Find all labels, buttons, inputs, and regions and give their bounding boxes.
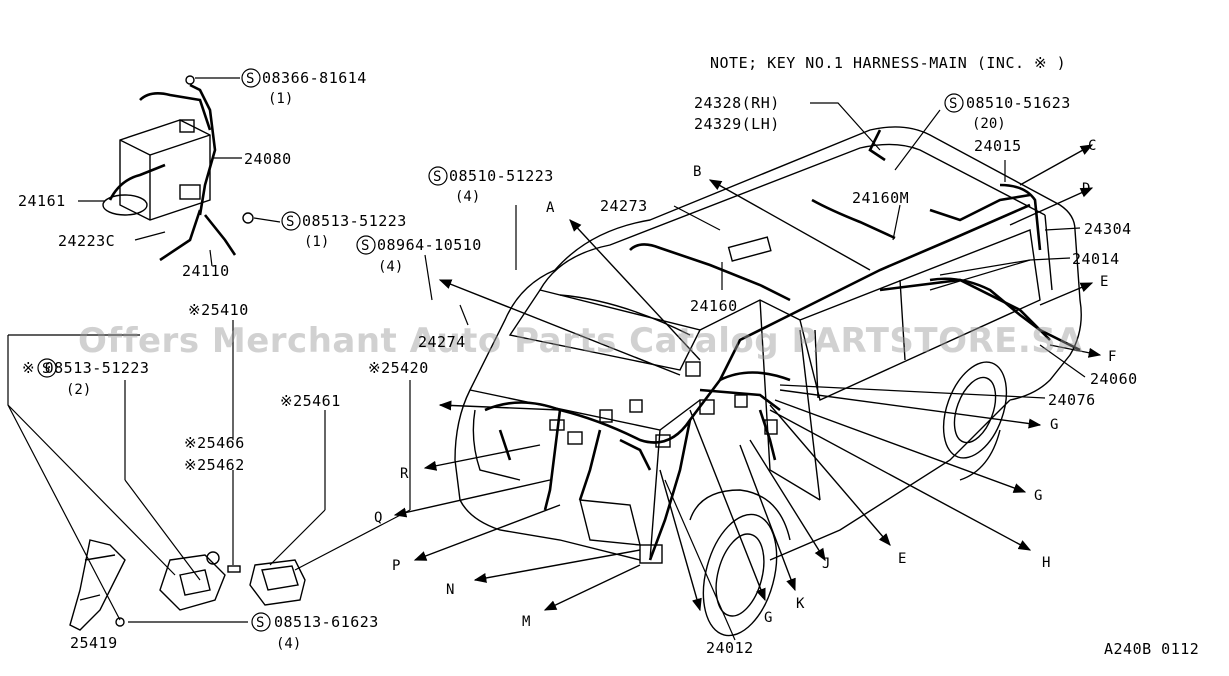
direction-arrows xyxy=(393,144,1102,612)
qty-08513a: (1) xyxy=(304,234,329,250)
part-25420[interactable]: ※25420 xyxy=(368,359,429,377)
std-part-08510b: S 08510-51623 (20) xyxy=(944,93,1071,132)
ref-letter-p[interactable]: P xyxy=(392,558,400,574)
part-08513-61623[interactable]: 08513-61623 xyxy=(274,613,379,631)
part-08510-51623[interactable]: 08510-51623 xyxy=(966,94,1071,112)
part-24014[interactable]: 24014 xyxy=(1072,250,1120,268)
qty-08510a: (4) xyxy=(455,189,480,205)
qty-08513b: (2) xyxy=(66,382,91,398)
ref-letter-a[interactable]: A xyxy=(546,200,555,216)
roof-harnesses xyxy=(629,129,1081,352)
std-part-08513b: ※ 08513-51223 S (2) xyxy=(22,358,149,398)
part-24012[interactable]: 24012 xyxy=(706,639,754,657)
part-25462[interactable]: ※25462 xyxy=(184,456,245,474)
std-symbol: S xyxy=(256,615,264,631)
part-24273[interactable]: 24273 xyxy=(600,197,648,215)
std-part-08513c: S 08513-61623 (4) xyxy=(251,612,379,652)
ref-letter-k[interactable]: K xyxy=(796,596,805,612)
std-part-08513a: S 08513-51223 (1) xyxy=(281,211,407,250)
qty-08964: (4) xyxy=(378,259,403,275)
standard-part-icon xyxy=(37,358,57,378)
std-symbol: S xyxy=(246,71,254,87)
ref-letter-g-bottom[interactable]: G xyxy=(764,610,772,626)
ref-letter-m[interactable]: M xyxy=(522,614,530,630)
standard-part-icon xyxy=(251,612,271,632)
part-08513-51223[interactable]: 08513-51223 xyxy=(302,212,407,230)
standard-part-icon xyxy=(241,68,261,88)
ref-letter-n[interactable]: N xyxy=(446,582,454,598)
std-symbol: S xyxy=(361,238,369,254)
std-symbol: S xyxy=(949,96,957,112)
watermark: Offers Merchant Auto Parts Catalog PARTS… xyxy=(78,321,1083,361)
std-part-08510a: S 08510-51223 (4) xyxy=(428,166,554,205)
main-harness xyxy=(484,203,1051,561)
part-24223c[interactable]: 24223C xyxy=(58,232,115,250)
figure-code: A240B 0112 xyxy=(1104,640,1199,658)
part-24015[interactable]: 24015 xyxy=(974,137,1022,155)
part-24060[interactable]: 24060 xyxy=(1090,370,1138,388)
ref-letter-q[interactable]: Q xyxy=(374,510,382,526)
part-25461[interactable]: ※25461 xyxy=(280,392,341,410)
standard-part-icon xyxy=(428,166,448,186)
ref-letter-d[interactable]: D xyxy=(1082,181,1090,197)
ref-letter-r[interactable]: R xyxy=(400,466,409,482)
part-24160[interactable]: 24160 xyxy=(690,297,738,315)
note-text: NOTE; KEY NO.1 HARNESS-MAIN (INC. ※ ) xyxy=(710,54,1066,72)
part-24080[interactable]: 24080 xyxy=(244,150,292,168)
ref-letter-e-top[interactable]: E xyxy=(1100,274,1108,290)
part-25466[interactable]: ※25466 xyxy=(184,434,245,452)
standard-part-icon xyxy=(281,211,301,231)
part-24329-lh[interactable]: 24329(LH) xyxy=(694,115,780,133)
ref-letter-g-mid[interactable]: G xyxy=(1034,488,1042,504)
van-body xyxy=(454,126,1082,637)
qty-08513c: (4) xyxy=(276,636,301,652)
part-24160m[interactable]: 24160M xyxy=(852,189,909,207)
letter-references: A B C D E F G G H E J K G M N P Q R xyxy=(374,138,1116,630)
std-part-08964: S 08964-10510 (4) xyxy=(356,235,482,275)
leader-lines xyxy=(7,77,1086,641)
std-symbol: S xyxy=(42,361,50,377)
qty-08366: (1) xyxy=(268,91,293,107)
part-24328-rh[interactable]: 24328(RH) xyxy=(694,94,780,112)
ref-letter-j[interactable]: J xyxy=(822,556,830,572)
part-25410[interactable]: ※25410 xyxy=(188,301,249,319)
standard-part-icon xyxy=(356,235,376,255)
standard-part-icon xyxy=(944,93,964,113)
part-25419[interactable]: 25419 xyxy=(70,634,118,652)
qty-08510b: (20) xyxy=(972,116,1006,132)
part-24161[interactable]: 24161 xyxy=(18,192,66,210)
ref-letter-g-right[interactable]: G xyxy=(1050,417,1058,433)
ref-letter-c[interactable]: C xyxy=(1088,138,1096,154)
part-08510-51223[interactable]: 08510-51223 xyxy=(449,167,554,185)
part-08366-81614[interactable]: 08366-81614 xyxy=(262,69,367,87)
part-24076[interactable]: 24076 xyxy=(1048,391,1096,409)
std-symbol: S xyxy=(286,214,294,230)
part-24304[interactable]: 24304 xyxy=(1084,220,1132,238)
ref-letter-e-bottom[interactable]: E xyxy=(898,551,906,567)
sensor-bracket xyxy=(69,539,306,631)
relay-box-assembly xyxy=(102,75,254,262)
ref-letter-h[interactable]: H xyxy=(1042,555,1050,571)
std-symbol: S xyxy=(433,169,441,185)
part-24274[interactable]: 24274 xyxy=(418,333,466,351)
std-part-08366: S 08366-81614 (1) xyxy=(241,68,367,107)
ref-letter-f[interactable]: F xyxy=(1108,349,1116,365)
part-08513-51223-star[interactable]: ※ 08513-51223 xyxy=(22,359,149,377)
harness-connectors xyxy=(549,236,778,564)
part-24110[interactable]: 24110 xyxy=(182,262,230,280)
ref-letter-b[interactable]: B xyxy=(693,164,701,180)
part-08964-10510[interactable]: 08964-10510 xyxy=(377,236,482,254)
